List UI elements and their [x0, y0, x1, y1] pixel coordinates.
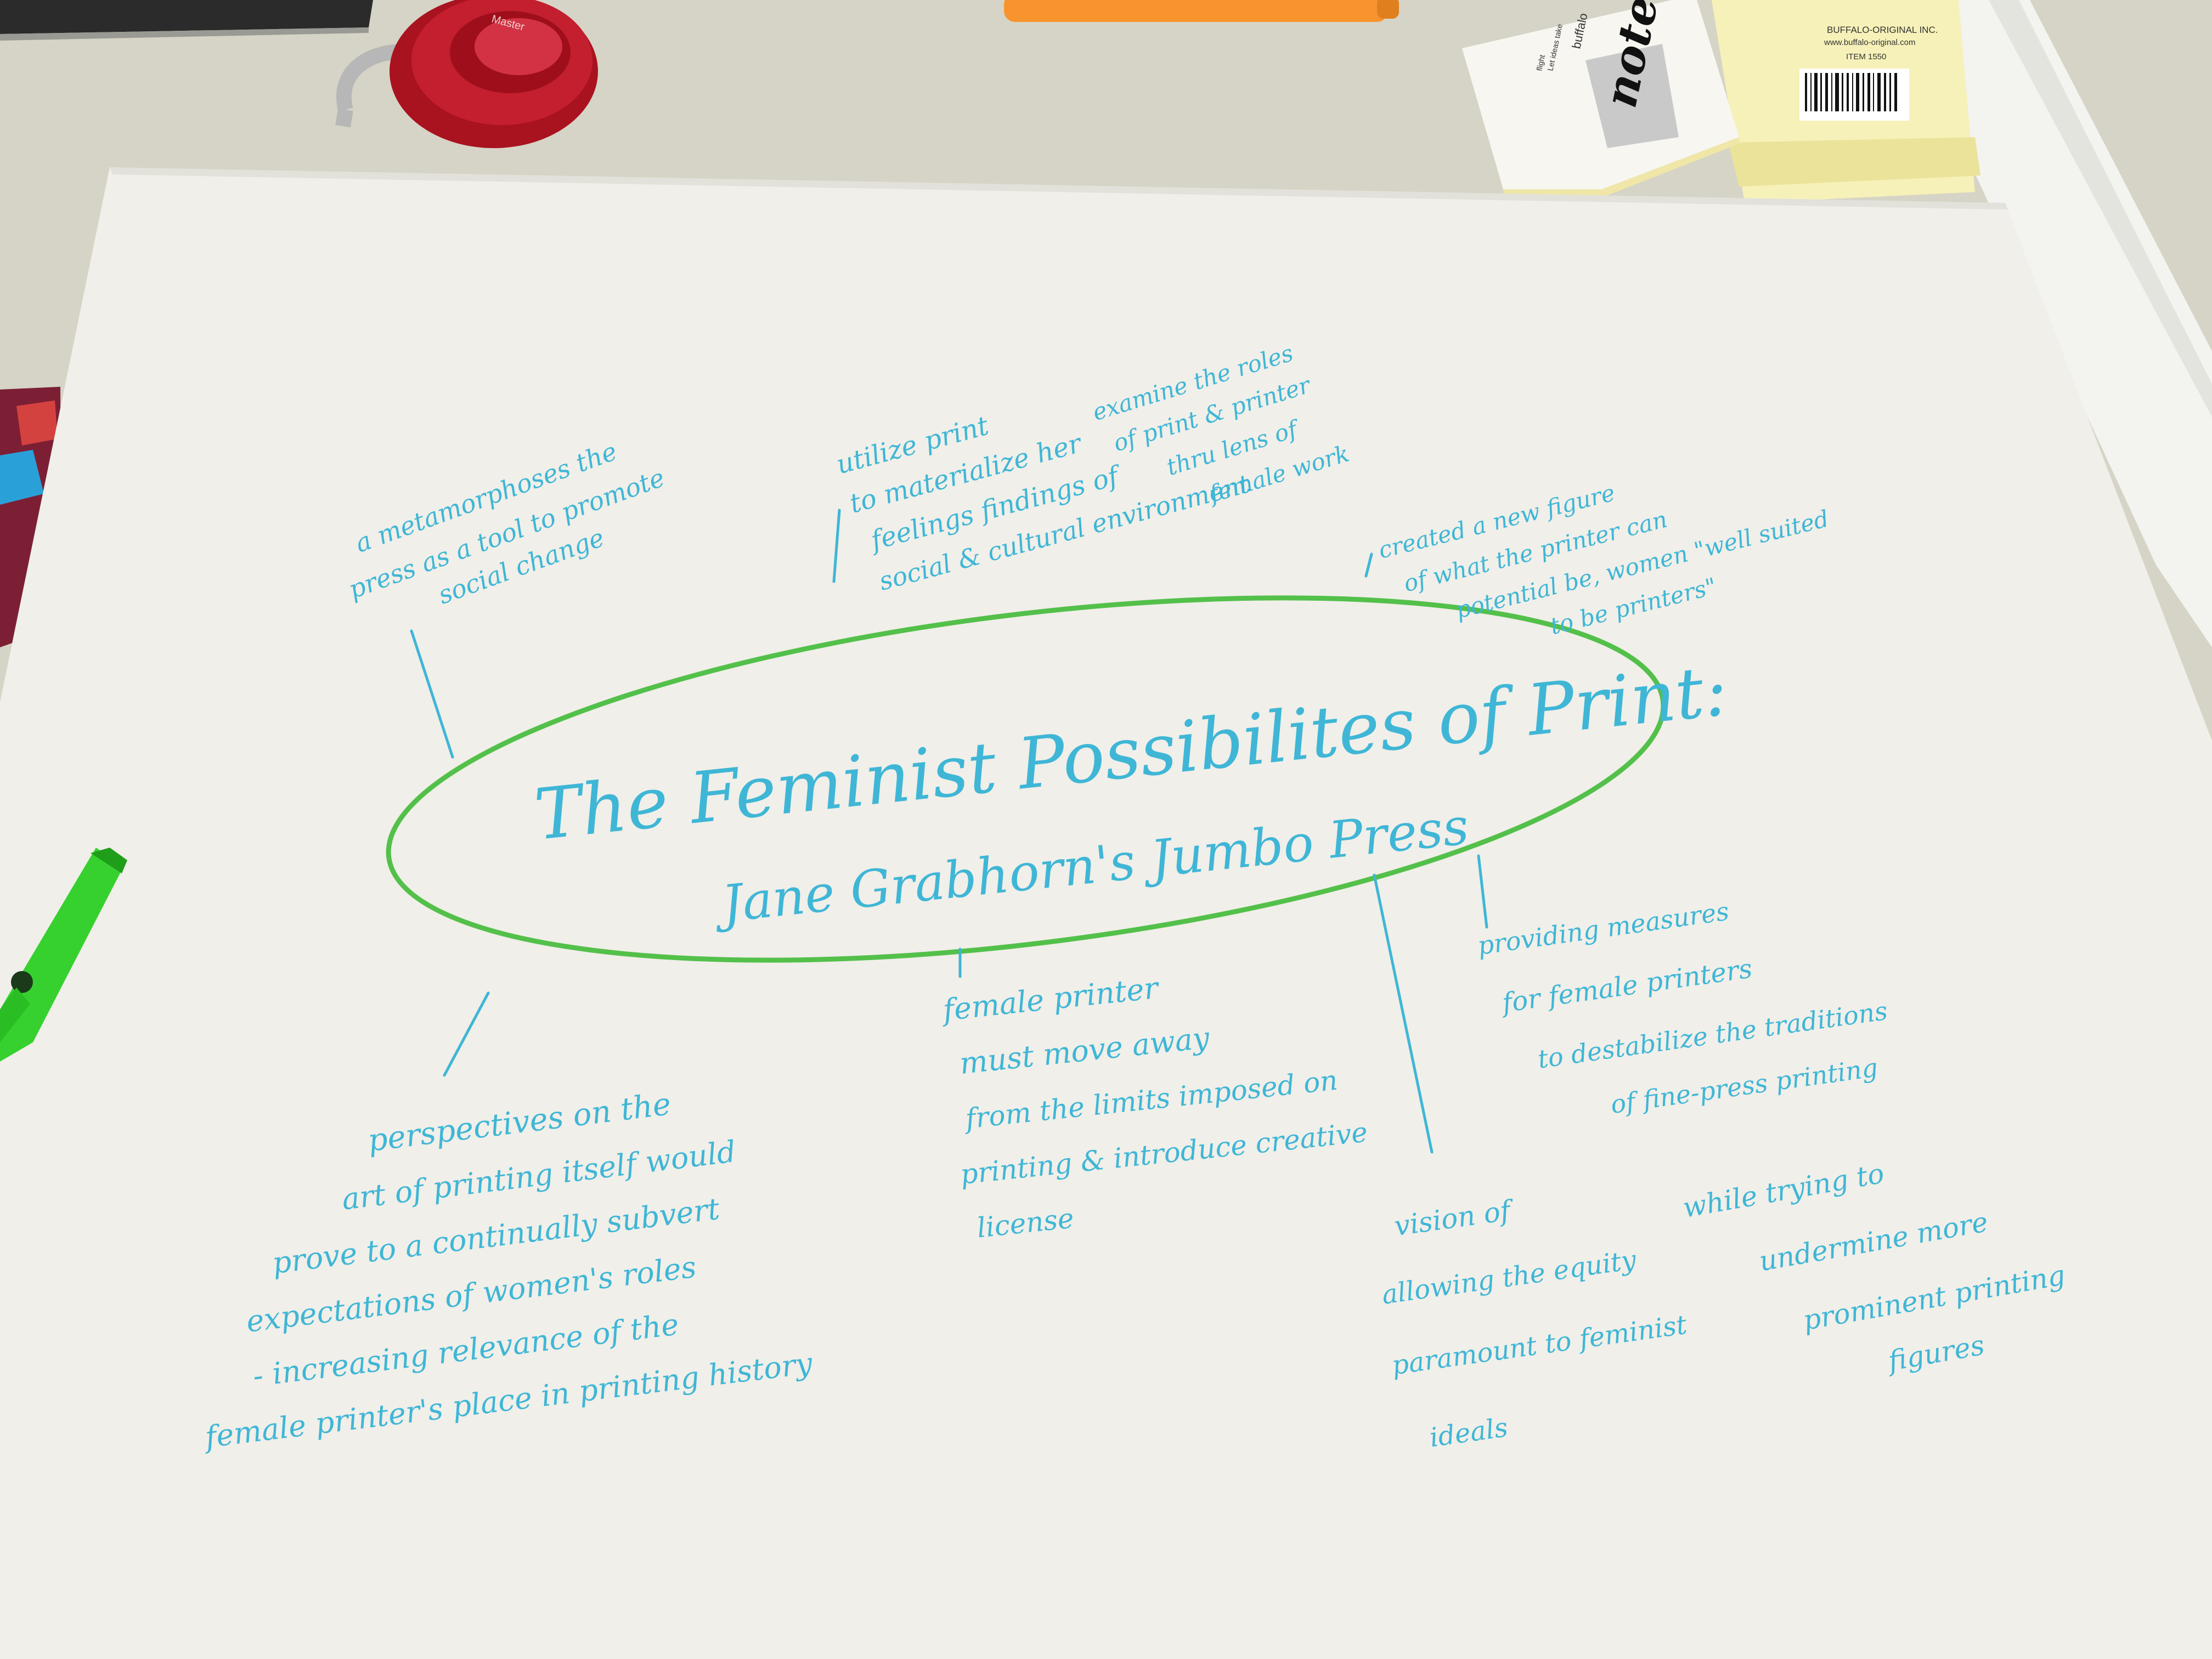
poster-paper	[0, 167, 2212, 1659]
connector-lines	[410, 509, 1488, 1154]
green-highlighter	[0, 848, 127, 1062]
orange-marker	[1004, 0, 1399, 22]
book	[0, 0, 373, 34]
white-frame	[1953, 0, 2212, 647]
sticky-pack-label-line2: www.buffalo-original.com	[1824, 38, 1915, 47]
sticky-pack-label-line1: BUFFALO-ORIGINAL INC.	[1827, 25, 1938, 35]
notes-small-text-3: flight	[1534, 54, 1547, 71]
combination-lock: Master	[335, 0, 598, 148]
sticky-pack-label-line3: ITEM 1550	[1846, 52, 1886, 61]
title-ellipse	[386, 595, 1666, 963]
book-edge	[0, 27, 369, 41]
sticky-note-pack: BUFFALO-ORIGINAL INC. www.buffalo-origin…	[1712, 0, 1980, 203]
sticky-notes-white: notes! buffalo Let ideas take flight	[1462, 0, 1739, 198]
